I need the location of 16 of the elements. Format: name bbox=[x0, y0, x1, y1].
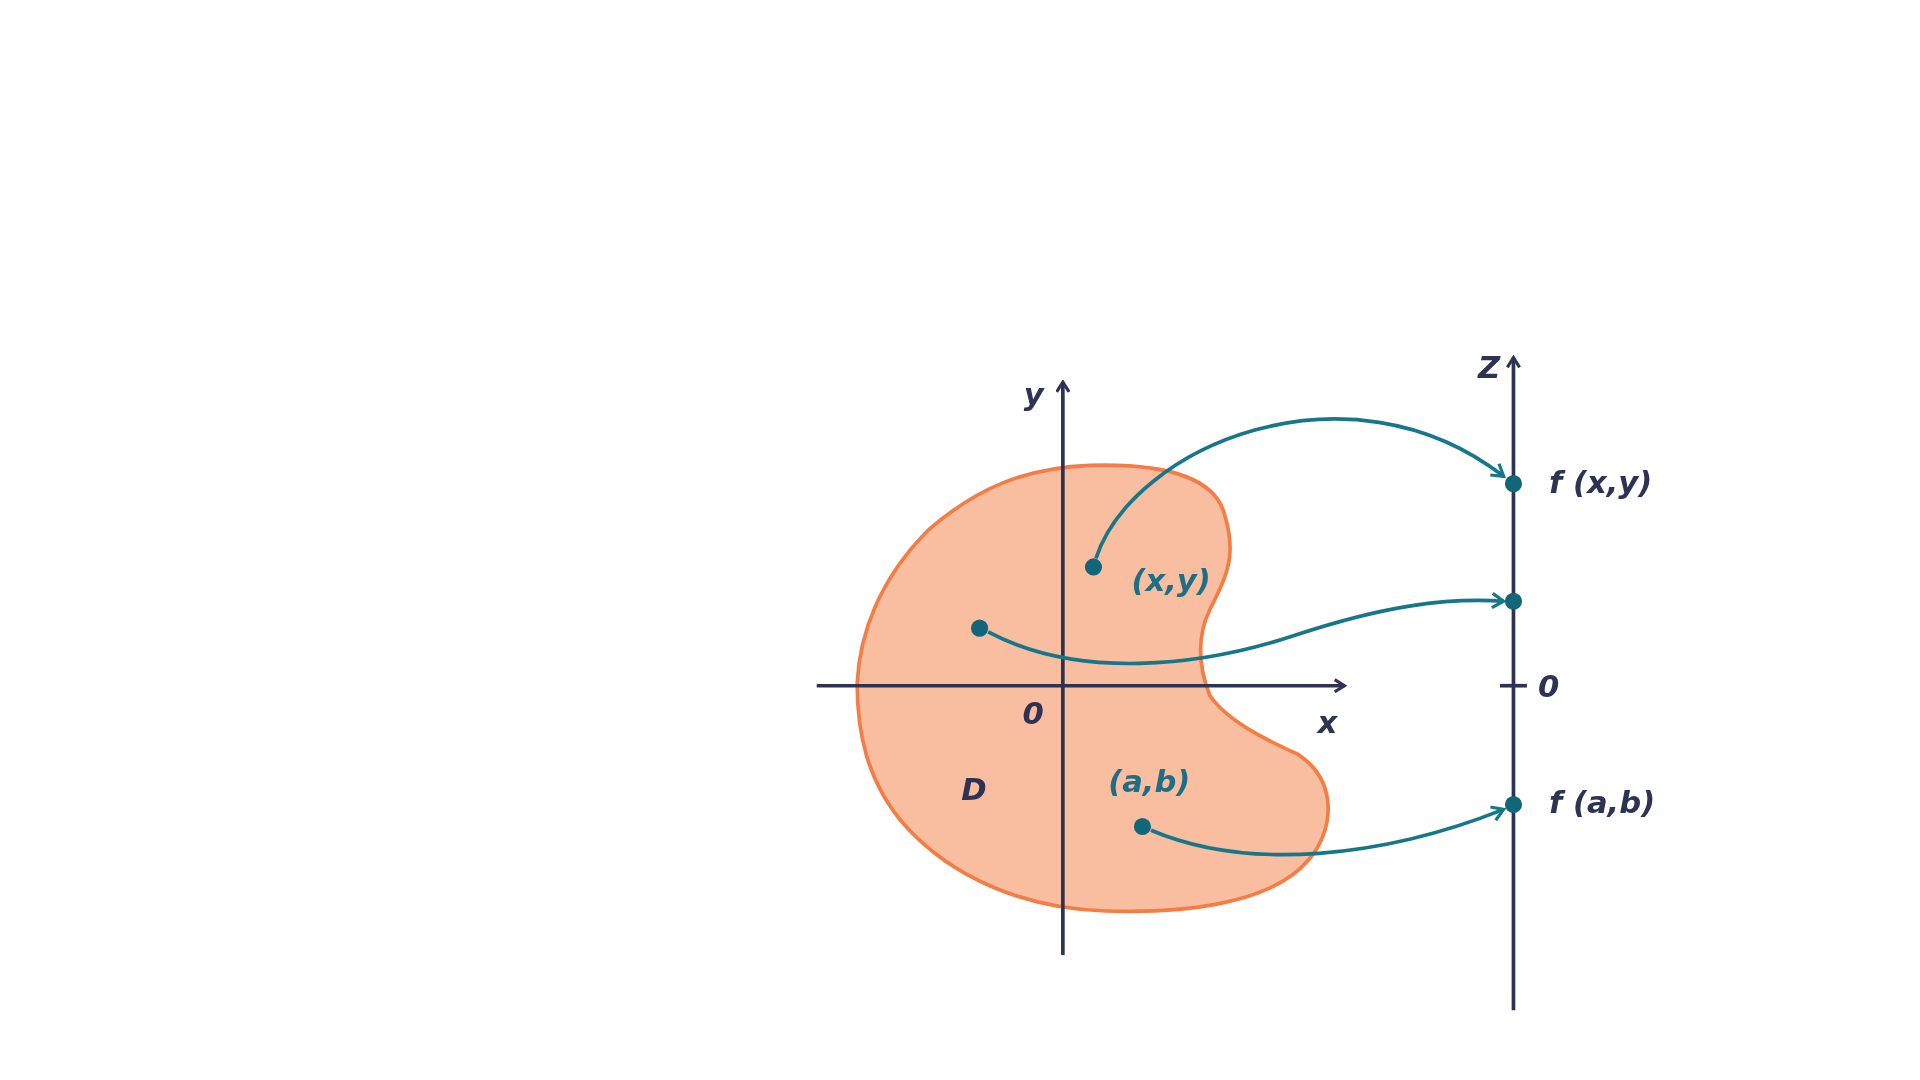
mapping-arrow bbox=[1150, 805, 1506, 857]
point-label: f (a,b) bbox=[1549, 787, 1656, 818]
point-label: (x,y) bbox=[1131, 565, 1211, 597]
point-label: f (x,y) bbox=[1549, 467, 1653, 499]
origin-label: 0 bbox=[1537, 671, 1560, 702]
mapping-arrow bbox=[987, 592, 1506, 666]
axis-label: Z bbox=[1477, 352, 1501, 384]
region-label: D bbox=[961, 773, 987, 805]
point-dot bbox=[1504, 795, 1523, 814]
origin-label: 0 bbox=[1022, 697, 1044, 729]
axis-label: x bbox=[1317, 707, 1338, 739]
point-dot bbox=[1504, 592, 1523, 610]
point-label: (a,b) bbox=[1108, 766, 1191, 798]
axis-label: y bbox=[1023, 379, 1044, 411]
point-dot bbox=[1504, 475, 1523, 493]
mapping-arrow bbox=[1094, 417, 1506, 560]
